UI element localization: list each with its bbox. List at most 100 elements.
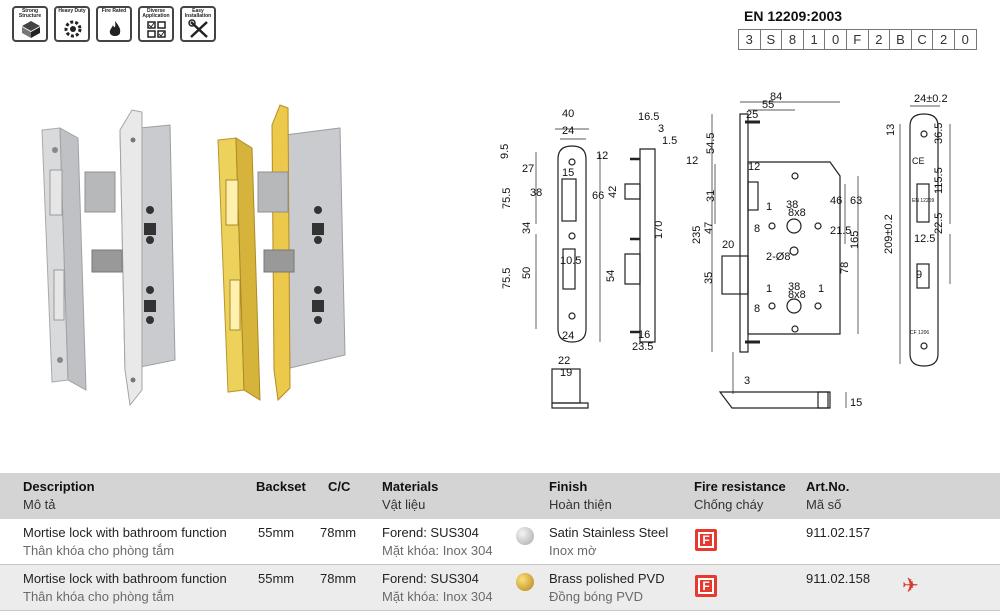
- standard-code-box: 2: [867, 29, 891, 50]
- dimension-label: 8x8: [788, 207, 806, 219]
- standard-code-box: C: [910, 29, 934, 50]
- dimension-label: 8: [754, 303, 760, 315]
- dimension-label: 24: [562, 125, 574, 137]
- dimension-label: 12.5: [914, 233, 935, 245]
- dimension-label: 22: [558, 355, 570, 367]
- dimension-label: 27: [522, 163, 534, 175]
- dimension-label: 1: [766, 201, 772, 213]
- easy-installation-icon: Easy Installation: [180, 6, 216, 42]
- standard-code-box: S: [759, 29, 783, 50]
- dimension-label: 75.5: [501, 268, 513, 289]
- strike-plate-marking: EN 12209: [912, 198, 934, 204]
- dimension-label: 42: [607, 186, 619, 198]
- faceplate-outline: [557, 145, 587, 343]
- product-photos: [41, 104, 346, 407]
- finish-swatch-steel: [516, 527, 534, 545]
- fire-rated-badge: F: [695, 575, 717, 597]
- standard-code-box: 3: [738, 29, 761, 50]
- dimension-label: 55: [762, 99, 774, 111]
- faceplate-latch-slot: [561, 178, 577, 222]
- standard-code-box: B: [889, 29, 912, 50]
- standard-code-box: 8: [781, 29, 804, 50]
- brass-mortise-lock: [257, 104, 346, 402]
- dimension-label: 16: [638, 329, 650, 341]
- dimension-label: 38: [788, 281, 800, 293]
- dimension-label: 170: [653, 221, 665, 239]
- dimension-label: 54: [605, 270, 617, 282]
- dimension-label: 8x8: [788, 289, 806, 301]
- dimension-label: 15: [850, 397, 862, 409]
- strike-plate-outline: [909, 113, 939, 367]
- dimension-label: 12: [596, 150, 608, 162]
- faceplate-bolt-slot: [562, 248, 576, 290]
- dimension-label: 13: [885, 124, 897, 136]
- dimension-label: 38: [530, 187, 542, 199]
- steel-mortise-lock: [84, 109, 176, 407]
- strike-plate-marking: CE: [912, 156, 925, 166]
- standard-code-box: F: [845, 29, 869, 50]
- dimension-label: 3: [658, 123, 664, 135]
- feature-icons: Strong Structure Heavy Duty Fire Rated D…: [12, 6, 216, 42]
- dimension-label: 84: [770, 91, 782, 103]
- dimension-label: 36.5: [933, 123, 945, 144]
- standard-title: EN 12209:2003: [744, 8, 843, 24]
- dimension-label: 16.5: [638, 111, 659, 123]
- dimension-label: 1: [818, 283, 824, 295]
- dimension-label: 47: [703, 222, 715, 234]
- dimension-label: 165: [849, 231, 861, 249]
- dimension-label: 12: [686, 155, 698, 167]
- header-materials: Materials Vật liệu: [382, 479, 439, 512]
- dimension-label: 9.5: [500, 144, 511, 159]
- dimension-label: 21.5: [830, 225, 851, 237]
- table-header: Description Mô tả Backset C/C Materials …: [0, 473, 1000, 519]
- dimension-label: 25: [746, 109, 758, 121]
- dimension-label: 9: [916, 269, 922, 281]
- diverse-application-icon: Diverse Application: [138, 6, 174, 42]
- dimension-label: 50: [521, 267, 533, 279]
- dimension-label: 75.5: [501, 188, 513, 209]
- dimension-label: 115.5: [933, 167, 945, 194]
- dimension-label: 10.5: [560, 255, 581, 267]
- steel-strike-plate: [41, 127, 87, 391]
- standard-code-box: 0: [824, 29, 847, 50]
- table-row: Mortise lock with bathroom function Thân…: [0, 565, 1000, 611]
- strike-plate-marking: CF 1206: [910, 330, 929, 336]
- dimension-label: 46: [830, 195, 842, 207]
- header-finish: Finish Hoàn thiện: [549, 479, 612, 512]
- dimension-label: 34: [521, 222, 533, 234]
- dimension-label: 1: [766, 283, 772, 295]
- dimension-label: 8: [754, 223, 760, 235]
- dimension-label: 12: [748, 161, 760, 173]
- dimension-label: 3: [744, 375, 750, 387]
- dimension-label: 1.5: [662, 135, 677, 147]
- dimension-label: 31: [705, 190, 717, 202]
- dimension-label: 35: [703, 272, 715, 284]
- dimension-label: 66: [592, 190, 604, 202]
- standard-code-box: 0: [953, 29, 977, 50]
- dimension-label: 78: [839, 262, 851, 274]
- dimension-label: 24±0.2: [914, 93, 948, 105]
- heavy-duty-icon: Heavy Duty: [54, 6, 90, 42]
- header-artno: Art.No. Mã số: [806, 479, 850, 512]
- side-view: [639, 148, 656, 343]
- dimension-label: 20: [722, 239, 734, 251]
- table-row: Mortise lock with bathroom function Thân…: [0, 519, 1000, 565]
- dimension-label: 22.5: [933, 213, 945, 234]
- brass-strike-plate: [217, 137, 261, 401]
- strong-structure-icon: Strong Structure: [12, 6, 48, 42]
- dimension-label: 40: [562, 108, 574, 120]
- dimension-label: 63: [850, 195, 862, 207]
- header-description: Description Mô tả: [23, 479, 95, 512]
- header-backset: Backset: [256, 479, 306, 494]
- dimension-label: 23.5: [632, 341, 653, 353]
- lock-body-outline: [739, 113, 749, 353]
- standard-code-box: 2: [932, 29, 955, 50]
- dimension-label: 38: [786, 199, 798, 211]
- dimension-label: 19: [560, 367, 572, 379]
- dimension-label: 24: [562, 330, 574, 342]
- header-fire: Fire resistance Chống cháy: [694, 479, 786, 512]
- dimension-label: 235: [691, 226, 703, 244]
- dimension-label: 15: [562, 167, 574, 179]
